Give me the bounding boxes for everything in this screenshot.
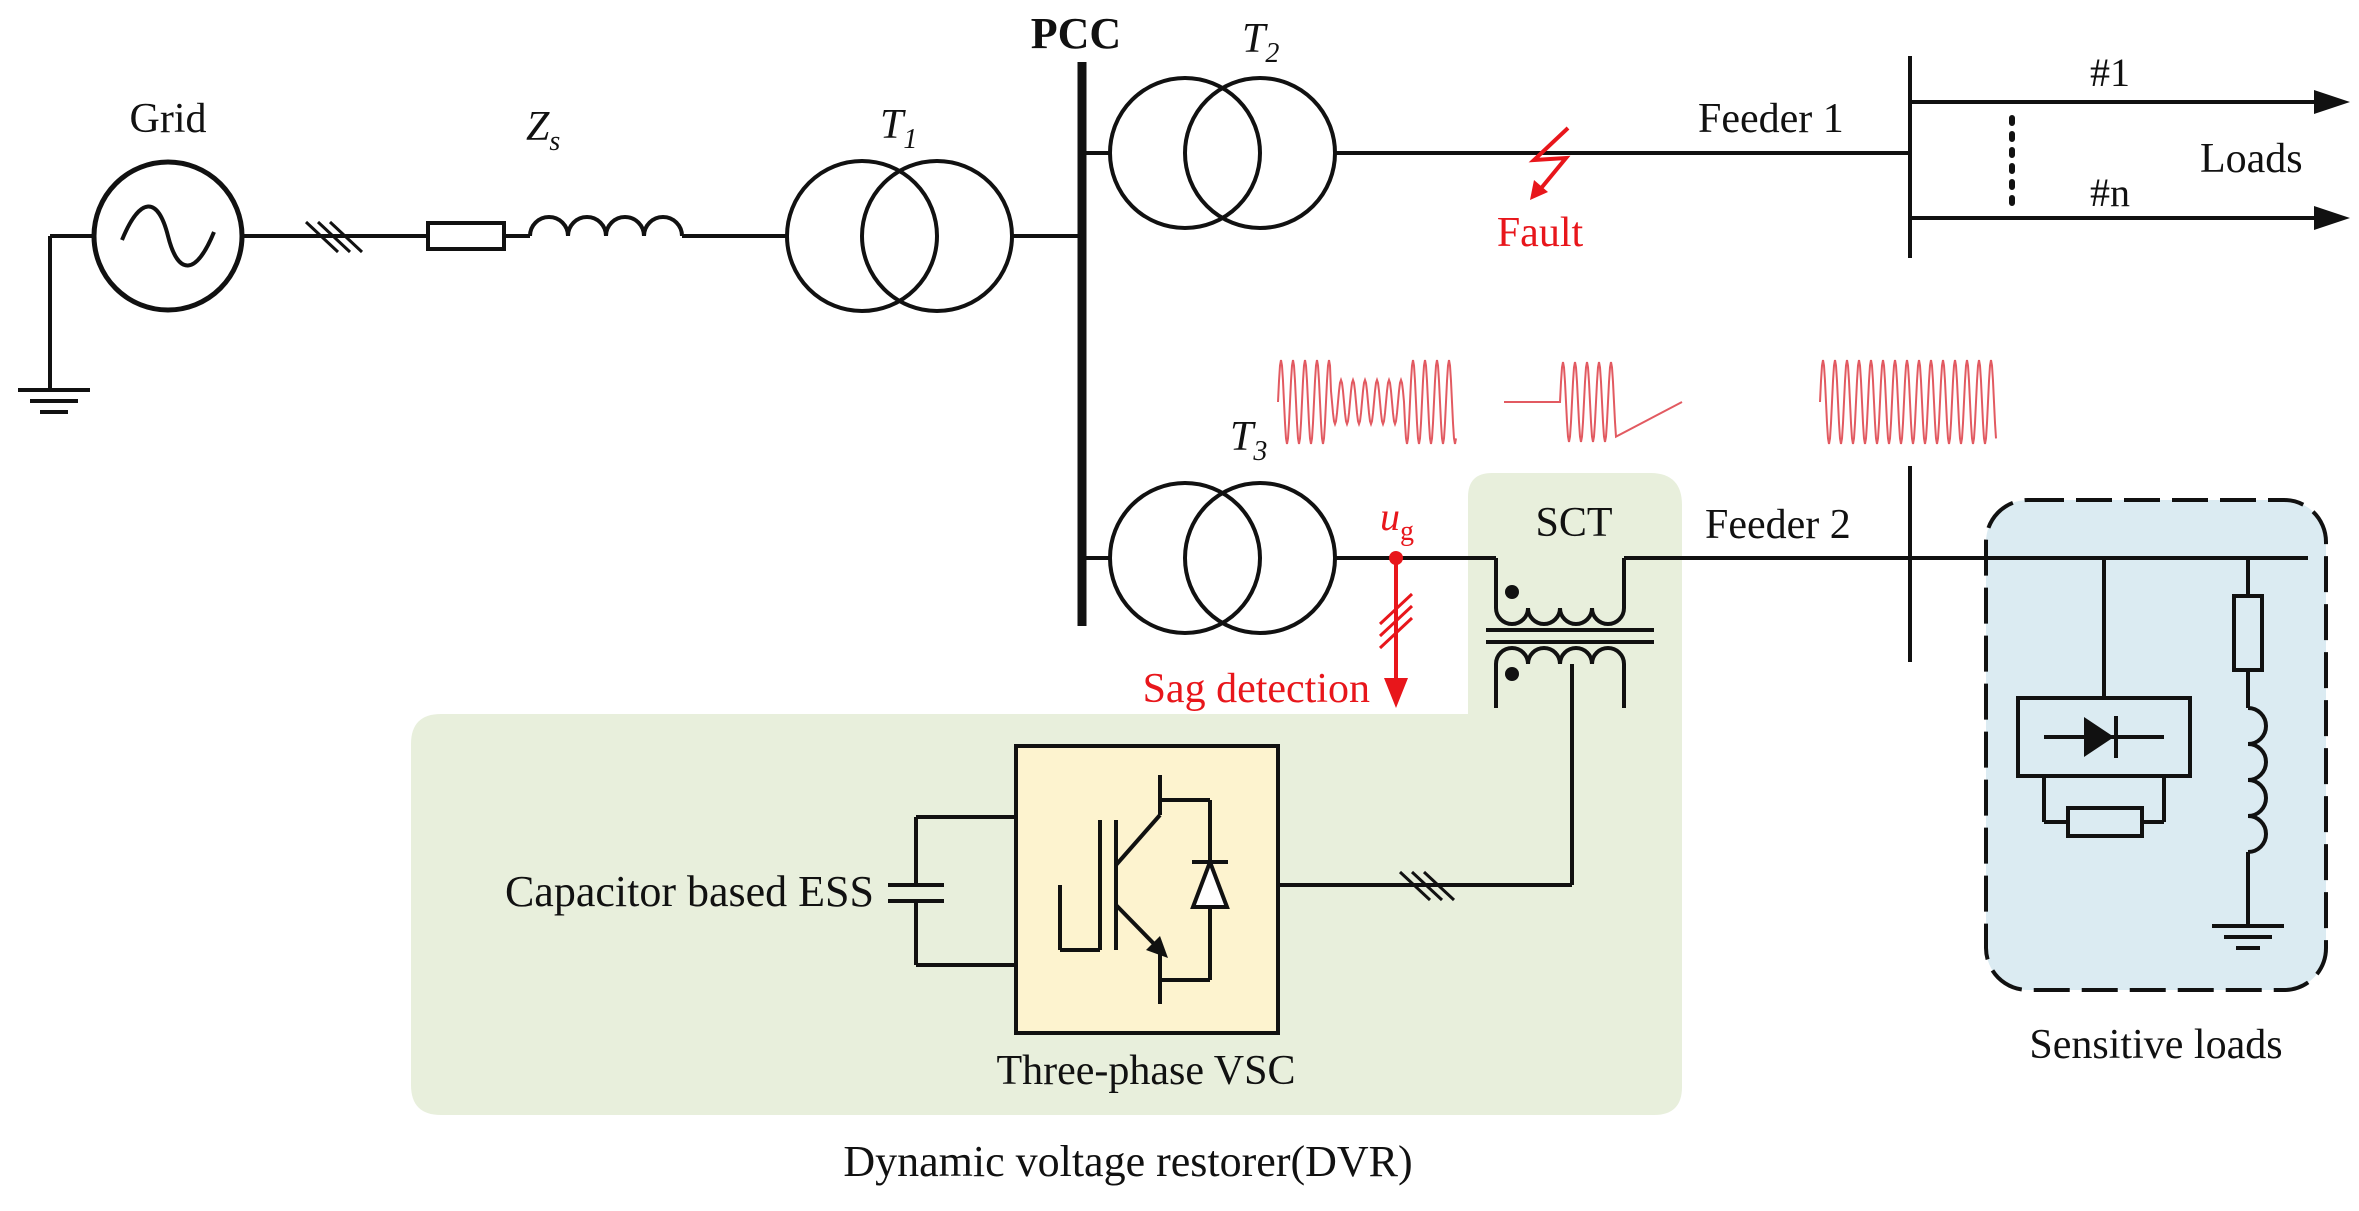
sensitive-loads-region (1984, 498, 2328, 992)
inductor-symbol-zs (528, 215, 684, 237)
t2-label: T2 (1242, 16, 1279, 69)
waveform-restored (1819, 359, 1997, 445)
series-coupling-transformer (1486, 558, 1654, 708)
load-1-label: #1 (2090, 50, 2130, 95)
sct-label: SCT (1535, 500, 1612, 546)
grid-label: Grid (130, 96, 207, 142)
resistor-symbol-zs (426, 221, 506, 251)
ground-symbol-grid (18, 234, 94, 414)
capacitor-ess-label: Capacitor based ESS (505, 867, 874, 916)
zs-label: Zs (526, 104, 560, 157)
sensitive-loads-label: Sensitive loads (2029, 1022, 2282, 1068)
feeder-2-label: Feeder 2 (1705, 502, 1851, 548)
dvr-label: Dynamic voltage restorer(DVR) (843, 1137, 1412, 1186)
three-phase-marker-dvr (1398, 870, 1456, 902)
sag-detection-label: Sag detection (1143, 666, 1370, 712)
fault-icon (1528, 126, 1571, 200)
ug-label: ug (1380, 494, 1414, 547)
transformer-t2 (1108, 76, 1337, 230)
transformer-t3 (1108, 481, 1337, 635)
t3-label: T3 (1230, 414, 1267, 467)
fault-label: Fault (1497, 210, 1584, 256)
ac-source-icon (91, 159, 245, 313)
arrow-icon-load-n (2314, 206, 2350, 230)
rl-load (2232, 558, 2268, 924)
load-n-label: #n (2090, 170, 2130, 215)
three-phase-marker-main (304, 220, 364, 254)
loads-label: Loads (2200, 136, 2303, 182)
waveform-compensation (1504, 361, 1683, 443)
rectifier-load (2016, 558, 2192, 838)
igbt-switch-icon (1058, 775, 1230, 1004)
arrow-icon-load-1 (2314, 90, 2350, 114)
t1-label: T1 (880, 102, 917, 155)
feeder-1-label: Feeder 1 (1698, 96, 1844, 142)
transformer-t1 (785, 159, 1014, 313)
vsc-box (1014, 744, 1280, 1035)
capacitor-symbol (888, 815, 1016, 967)
ground-symbol-load (2212, 924, 2284, 950)
three-phase-marker-sag (1378, 592, 1414, 650)
arrow-icon-sag-detection (1384, 678, 1408, 708)
vsc-label: Three-phase VSC (997, 1048, 1296, 1094)
pcc-label: PCC (1031, 9, 1121, 58)
waveform-sag (1277, 359, 1457, 445)
